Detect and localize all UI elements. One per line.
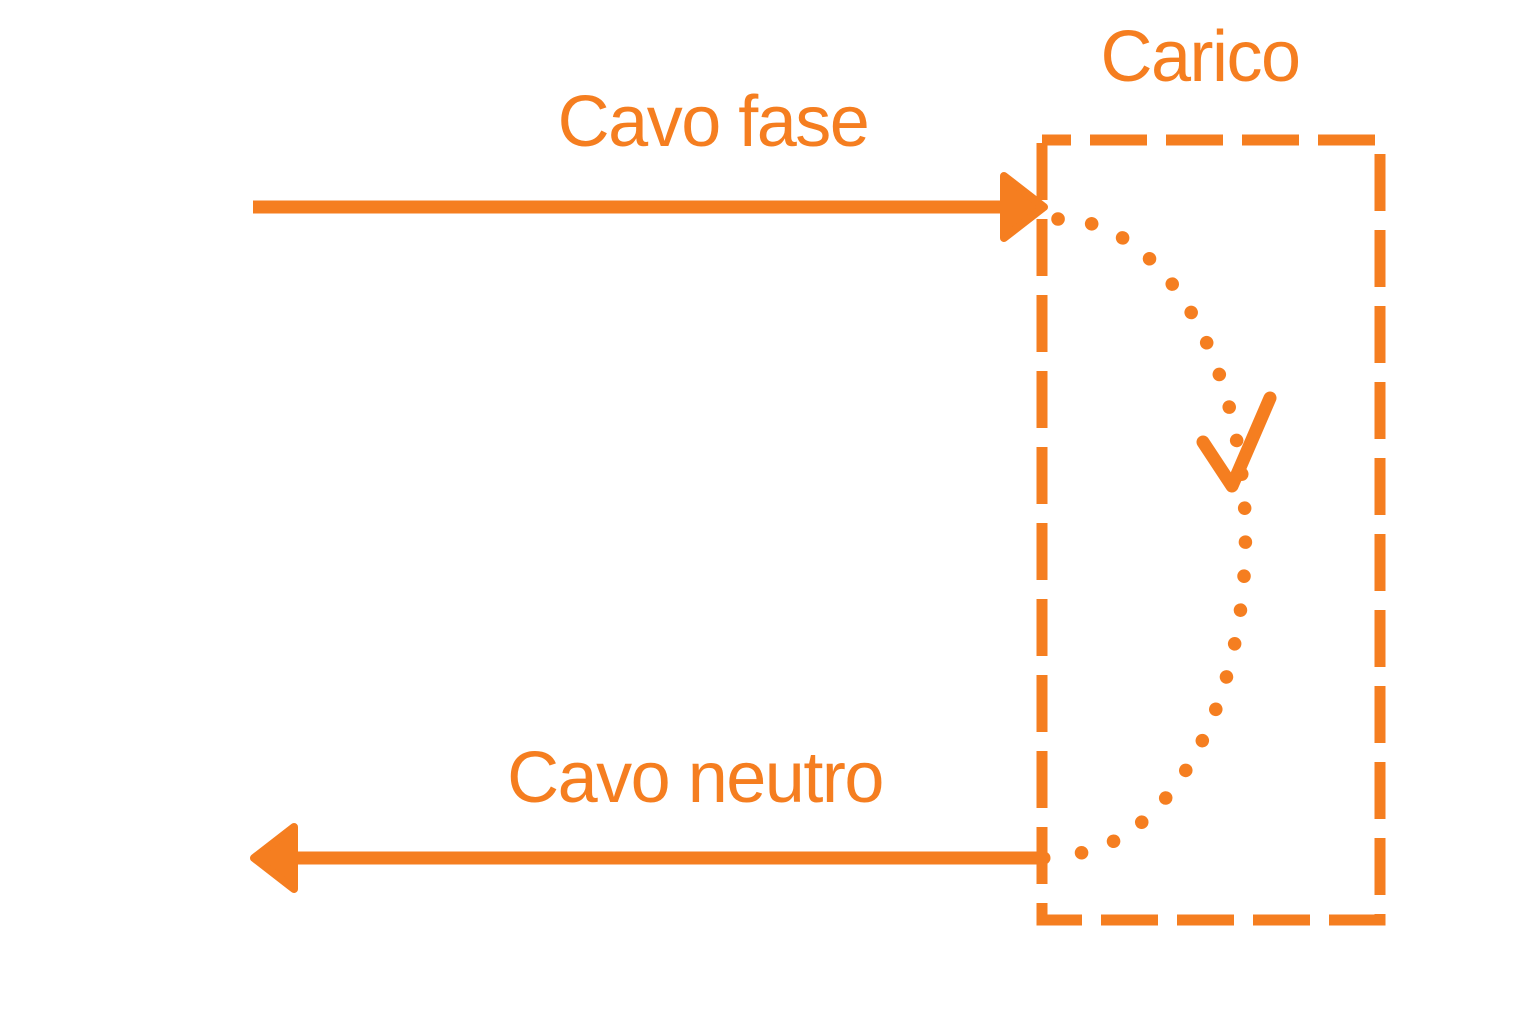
flow-direction-arrowhead-icon bbox=[1196, 391, 1277, 493]
phase-cable-label: Cavo fase bbox=[557, 82, 870, 162]
phase-cable-arrow bbox=[253, 172, 1048, 242]
current-flow-dotted-arc bbox=[1051, 212, 1253, 862]
load-current-flow bbox=[1051, 212, 1277, 862]
neutral-arrowhead-icon bbox=[250, 823, 298, 893]
phase-arrowhead-icon bbox=[1000, 172, 1048, 242]
neutral-cable-label: Cavo neutro bbox=[507, 738, 884, 818]
neutral-cable-arrow bbox=[250, 823, 1051, 893]
load-label: Carico bbox=[1100, 17, 1301, 97]
load-box-dashed-outline bbox=[1036, 134, 1386, 926]
